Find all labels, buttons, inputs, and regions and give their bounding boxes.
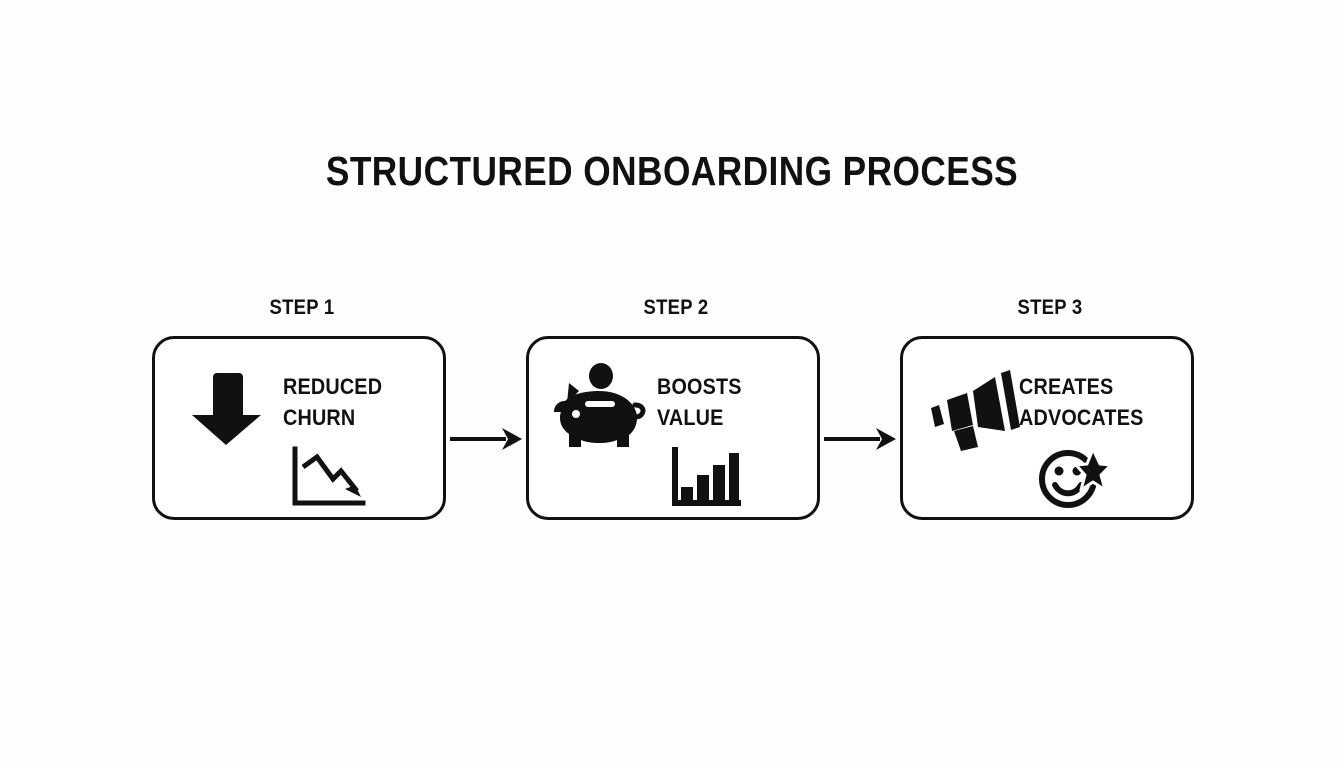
step-2-label: STEP 2: [643, 296, 709, 319]
step-3-text: CREATES ADVOCATES: [1019, 371, 1177, 433]
step-1-card-content: REDUCED CHURN: [155, 339, 443, 517]
declining-line-chart-icon: [289, 445, 367, 509]
process-step-3: STEP 3 CREATES ADVOCATES: [900, 296, 1200, 532]
step-2-text: BOOSTS VALUE: [657, 371, 801, 433]
connector-arrow-2: [824, 424, 900, 454]
step-1-card[interactable]: REDUCED CHURN: [152, 336, 446, 520]
smiley-star-icon: [1037, 443, 1111, 511]
down-arrow-icon: [185, 367, 267, 449]
page-title: STRUCTURED ONBOARDING PROCESS: [325, 148, 1019, 194]
step-2-text-line-2: VALUE: [657, 405, 724, 430]
step-1-text: REDUCED CHURN: [283, 371, 427, 433]
step-3-label: STEP 3: [1017, 296, 1083, 319]
ascending-bar-chart-icon: [669, 447, 741, 511]
step-3-text-line-1: CREATES: [1019, 374, 1114, 399]
step-1-text-line-1: REDUCED: [283, 374, 383, 399]
step-2-card[interactable]: BOOSTS VALUE: [526, 336, 820, 520]
connector-arrow-1: [450, 424, 526, 454]
step-1-label: STEP 1: [269, 296, 335, 319]
step-3-card-content: CREATES ADVOCATES: [903, 339, 1191, 517]
step-2-text-line-1: BOOSTS: [657, 374, 742, 399]
step-2-card-content: BOOSTS VALUE: [529, 339, 817, 517]
piggy-bank-icon: [551, 363, 647, 455]
process-step-1: STEP 1 REDUCED CHURN: [152, 296, 452, 532]
process-flow: STEP 1 REDUCED CHURN: [152, 296, 1200, 536]
step-1-text-line-2: CHURN: [283, 405, 356, 430]
megaphone-icon: [921, 365, 1021, 453]
process-step-2: STEP 2 BOOSTS: [526, 296, 826, 532]
step-3-card[interactable]: CREATES ADVOCATES: [900, 336, 1194, 520]
step-3-text-line-2: ADVOCATES: [1019, 405, 1144, 430]
